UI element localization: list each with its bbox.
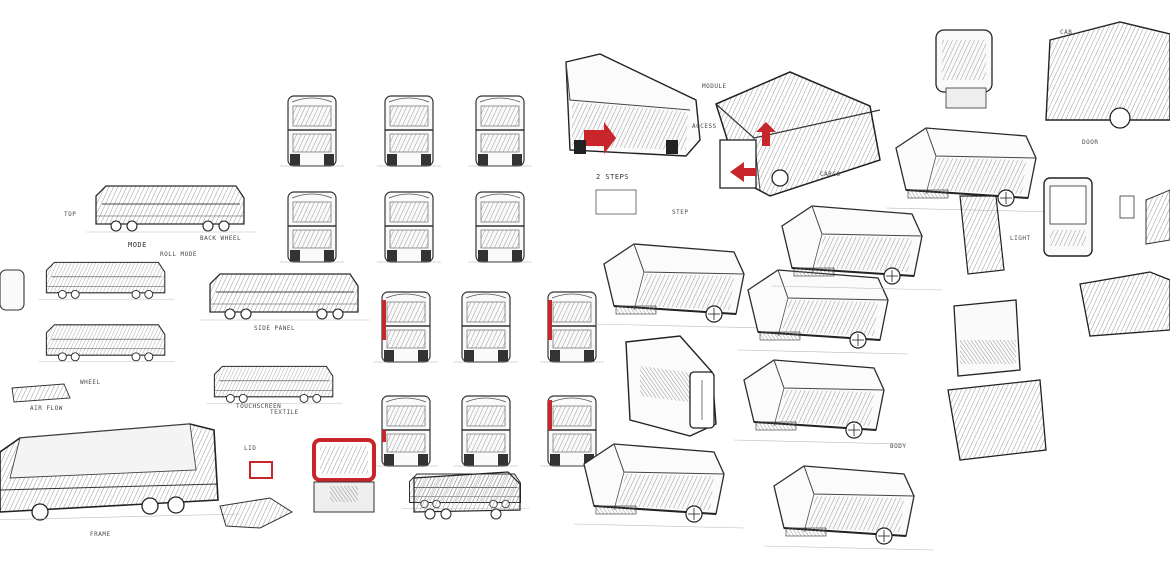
perspective-cab-sketch [625,335,717,437]
annotation-wheel: WHEEL [80,379,101,386]
front-module-row-2 [279,191,533,263]
annotation-roll-mode: ROLL MODE [160,251,198,258]
annotation-two-steps: 2 STEPS [596,173,630,181]
annotation-touchscreen: TOUCHSCREEN [236,403,282,410]
annotation-top: TOP [64,211,77,218]
hauler-with-red-arrows [565,53,701,157]
accessory-sketches [0,189,637,529]
annotation-access: ACCESS [692,123,717,130]
annotation-frame: FRAME [90,531,111,538]
front-module-row-3 [373,291,605,363]
annotation-module: MODULE [702,83,727,90]
front-module-row-4 [373,395,605,467]
bottom-center-side-sketch [413,471,521,520]
annotation-side-panel: SIDE PANEL [254,325,296,332]
annotation-air-flow: AIR FLOW [30,405,63,412]
front-module-row-1 [279,95,533,167]
right-column-sketches [935,21,1170,461]
large-perspective-hauler [715,71,881,197]
annotation-lid: LID [244,445,257,452]
annotation-door: DOOR [1082,139,1099,146]
large-side-bus-sketch [0,423,241,521]
annotation-body: BODY [890,443,907,450]
annotation-mode: MODE [128,241,147,249]
annotation-step: STEP [672,209,689,216]
annotation-cab: CAB [1060,29,1073,36]
annotation-back-wheel: BACK WHEEL [200,235,242,242]
red-front-panel-sketch [312,438,376,513]
annotation-textile: TEXTILE [270,409,299,416]
annotation-cargo: CARGO [820,171,841,178]
annotation-light: LIGHT [1010,235,1031,242]
